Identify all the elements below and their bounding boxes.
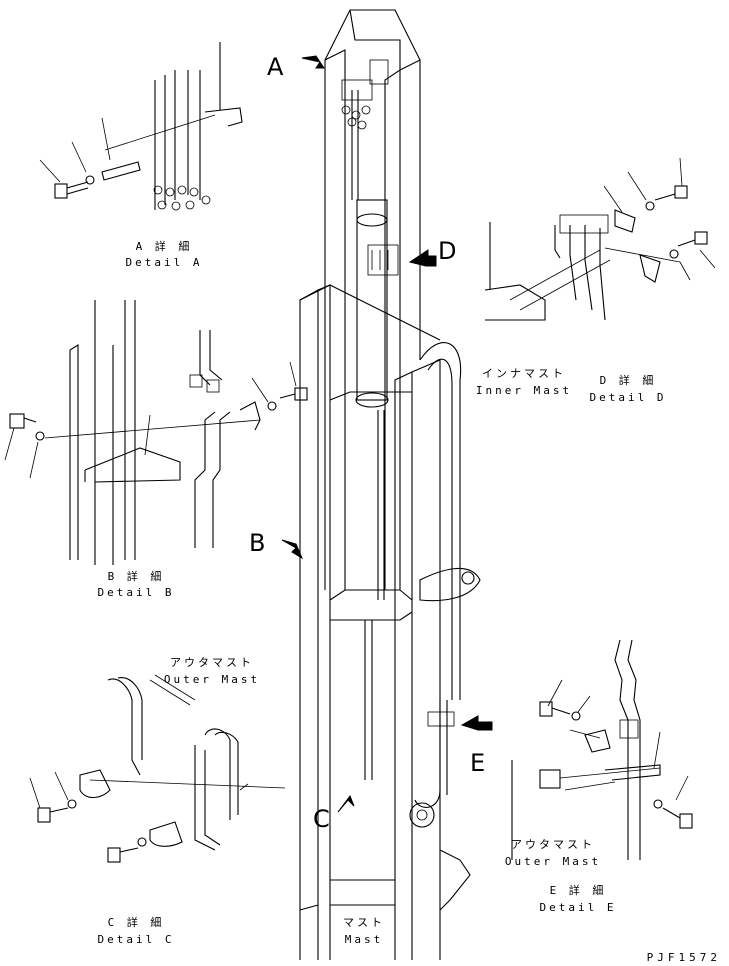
outer-mast-e-en-label: Outer Mast (504, 855, 602, 868)
detail-e-jp-label: E 詳 細 (549, 884, 607, 897)
callout-a-label: A (267, 53, 284, 81)
arrow-b (281, 539, 304, 560)
outer-mast-e-jp-label: アウタマスト (511, 838, 595, 851)
arrow-a (301, 55, 325, 69)
top-hose-fittings (341, 59, 389, 130)
arrow-d (408, 249, 437, 267)
inner-mast-jp-label: インナマスト (482, 367, 566, 380)
mast-fitting-d (367, 244, 399, 276)
detail-d-en-label: Detail D (589, 391, 667, 404)
inner-mast-en-label: Inner Mast (475, 384, 573, 397)
mast-clamp-e (427, 711, 455, 727)
outer-mast-c-en-label: Outer Mast (163, 673, 261, 686)
outer-mast-c-jp-label: アウタマスト (170, 656, 254, 669)
detail-e-drawing (511, 639, 693, 860)
detail-c-drawing (29, 674, 286, 863)
callout-c-label: C (313, 805, 330, 833)
detail-d-jp-label: D 詳 細 (599, 374, 657, 387)
detail-b-en-label: Detail B (97, 586, 175, 599)
detail-b-drawing (4, 300, 308, 565)
detail-a-bolt (54, 175, 95, 199)
detail-d-bolts (645, 185, 708, 259)
detail-c-en-label: Detail C (97, 933, 175, 946)
detail-c-bolts (37, 799, 147, 863)
arrow-e (460, 715, 493, 731)
lower-hose-coupling (409, 802, 435, 828)
detail-a-drawing (39, 42, 243, 211)
arrow-c (337, 794, 355, 813)
callout-b-label: B (249, 529, 266, 557)
detail-e-en-label: Detail E (539, 901, 617, 914)
mast-jp-label: マスト (343, 916, 385, 929)
detail-d-drawing (484, 157, 716, 321)
detail-a-jp-label: A 詳 細 (135, 240, 193, 253)
callout-arrows (281, 55, 493, 813)
mast-en-label: Mast (344, 933, 384, 946)
detail-e-bolts (539, 701, 693, 829)
detail-b-jp-label: B 詳 細 (107, 570, 165, 583)
main-mast-assembly (299, 9, 481, 960)
detail-c-jp-label: C 詳 細 (107, 916, 165, 929)
callout-e-label: E (470, 749, 486, 777)
drawing-code: PJF1572 (646, 951, 721, 964)
detail-a-en-label: Detail A (125, 256, 203, 269)
detail-b-bolt-left (9, 413, 45, 441)
detail-b-bolt-right (267, 387, 308, 411)
callout-d-label: D (438, 237, 457, 265)
